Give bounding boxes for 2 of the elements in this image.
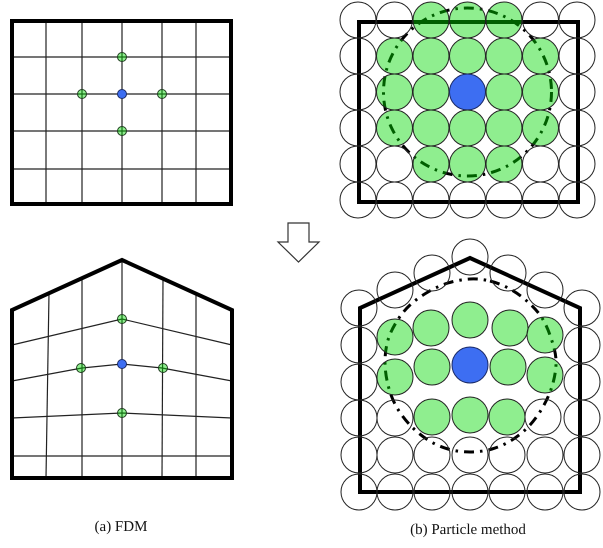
caption: (a) FDM <box>94 518 148 536</box>
caption: (b) Particle method <box>410 521 526 539</box>
